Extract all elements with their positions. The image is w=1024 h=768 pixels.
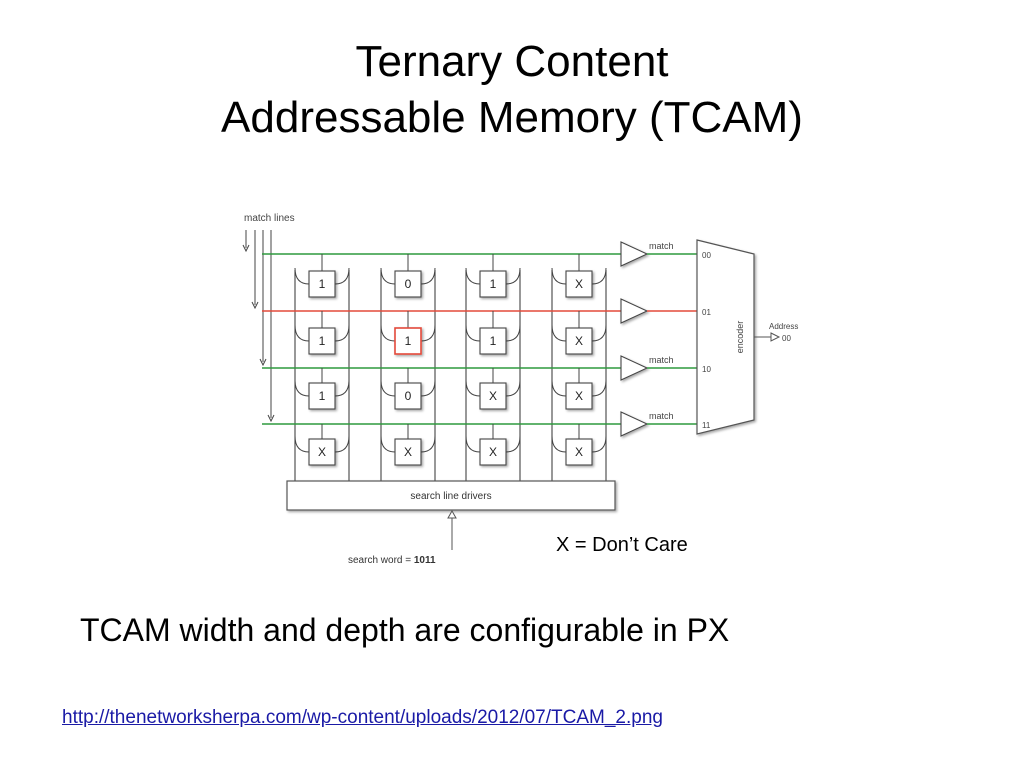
match-label-0: match — [649, 241, 674, 251]
tcam-cell-3-0 — [308, 438, 336, 466]
search-lines — [294, 267, 607, 481]
output-arrow-icon — [770, 332, 781, 342]
tcam-cell-3-1 — [394, 438, 422, 466]
tcam-cell-1-0 — [308, 327, 336, 355]
down-arrow-icon — [259, 358, 267, 367]
tcam-cell-value: X — [575, 389, 583, 403]
tcam-cell-value: X — [489, 389, 497, 403]
encoder-block — [696, 239, 755, 435]
tcam-cell-2-0 — [308, 382, 336, 410]
sense-amplifiers: match match match — [620, 241, 697, 437]
tcam-cell-2-2 — [479, 382, 507, 410]
sense-amp-0 — [620, 241, 649, 267]
search-line-drivers — [286, 480, 616, 511]
match-lines-arrows — [242, 230, 275, 423]
tcam-cell-value: X — [575, 445, 583, 459]
tcam-cell-2-1 — [394, 382, 422, 410]
search-word: search word = 1011 — [348, 555, 436, 566]
tcam-cell-value: 1 — [319, 277, 326, 291]
tcam-cell-value: X — [318, 445, 326, 459]
tcam-cell-value: X — [489, 445, 497, 459]
down-arrow-icon — [267, 414, 275, 423]
match-label-3: match — [649, 411, 674, 421]
search-word-arrow-icon — [447, 509, 457, 519]
match-label-2: match — [649, 355, 674, 365]
encoder-input-2: 10 — [702, 365, 711, 374]
down-arrow-icon — [242, 244, 250, 253]
tcam-cell-value: 1 — [490, 334, 497, 348]
tcam-cell-3-3 — [565, 438, 593, 466]
tcam-cell-value: 0 — [405, 277, 412, 291]
sense-amp-3 — [620, 411, 649, 437]
source-link[interactable]: http://thenetworksherpa.com/wp-content/u… — [62, 707, 663, 728]
encoder-label: encoder — [735, 321, 745, 354]
tcam-cell-value: 1 — [405, 334, 412, 348]
tcam-cell-3-2 — [479, 438, 507, 466]
tcam-cell-0-2 — [479, 270, 507, 298]
title-line-1: Ternary Content — [355, 37, 669, 86]
match-lines — [262, 253, 621, 439]
output-value: 00 — [782, 334, 791, 343]
tcam-cell-1-2 — [479, 327, 507, 355]
search-word-label: search word = — [348, 555, 414, 566]
tcam-cell-0-3 — [565, 270, 593, 298]
encoder-input-1: 01 — [702, 308, 711, 317]
tcam-cell-0-1 — [394, 270, 422, 298]
title-line-2: Addressable Memory (TCAM) — [221, 93, 803, 142]
legend-dont-care: X = Don’t Care — [556, 534, 688, 556]
tcam-cell-0-0 — [308, 270, 336, 298]
tcam-cell-value: X — [404, 445, 412, 459]
tcam-cell-1-1 — [394, 327, 422, 355]
caption: TCAM width and depth are configurable in… — [80, 612, 730, 648]
down-arrow-icon — [251, 301, 259, 310]
encoder-input-3: 11 — [702, 421, 711, 430]
tcam-cell-2-3 — [565, 382, 593, 410]
tcam-cell-value: X — [575, 277, 583, 291]
tcam-cell-value: 0 — [405, 389, 412, 403]
encoder-inputs: 00 01 10 11 — [702, 251, 711, 430]
tcam-cell-1-3 — [565, 327, 593, 355]
tcam-cell-value: 1 — [319, 389, 326, 403]
search-word-value: 1011 — [414, 555, 436, 566]
sense-amp-1 — [620, 298, 649, 324]
slide-title: Ternary Content Addressable Memory (TCAM… — [0, 34, 1024, 146]
sense-amp-2 — [620, 355, 649, 381]
output-label: Address — [769, 322, 798, 331]
tcam-cell-value: X — [575, 334, 583, 348]
match-lines-label: match lines — [244, 213, 295, 224]
encoder-input-0: 00 — [702, 251, 711, 260]
search-drivers-label: search line drivers — [410, 491, 491, 502]
tcam-cell-value: 1 — [319, 334, 326, 348]
tcam-cell-value: 1 — [490, 277, 497, 291]
